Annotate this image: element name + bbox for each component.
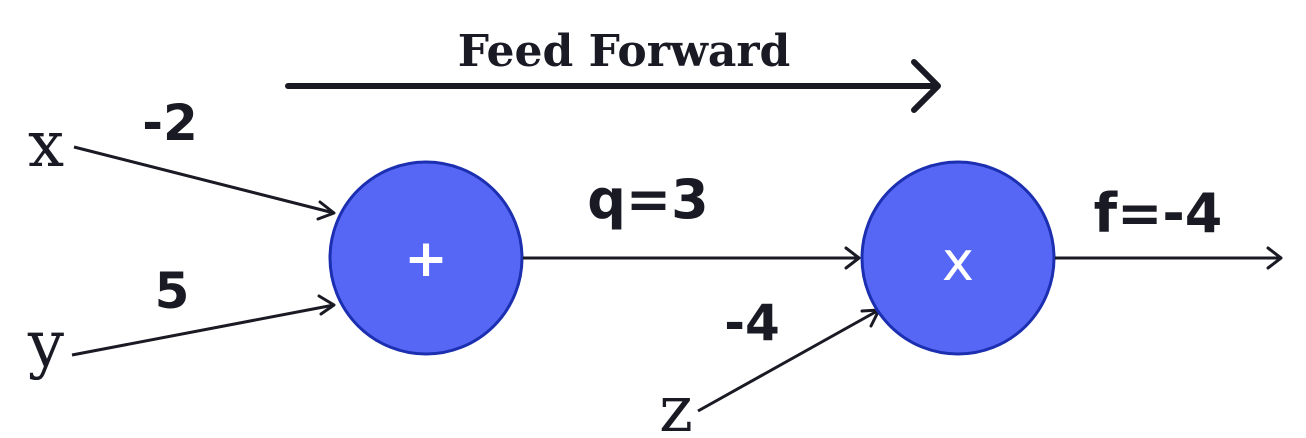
edge-add-to-multiply: [523, 246, 861, 270]
feed-forward-arrow: [285, 59, 941, 113]
edge-y-to-add: [71, 294, 336, 357]
feed-forward-title: Feed Forward: [458, 26, 791, 77]
multiply-node: x: [860, 160, 1056, 356]
input-z-label: z: [659, 373, 693, 438]
edge-q-label: q=3: [587, 168, 708, 231]
input-y-value: 5: [155, 262, 190, 320]
input-x-value: -2: [142, 94, 198, 152]
edge-f-label: f=-4: [1094, 182, 1223, 245]
input-y-label: y: [27, 308, 64, 382]
input-x-label: x: [28, 108, 64, 182]
edge-x-to-add: [73, 145, 336, 221]
edge-multiply-to-output: [1055, 246, 1283, 270]
input-z-value: -4: [724, 294, 780, 352]
add-node: +: [328, 160, 524, 356]
multiply-node-symbol: x: [942, 230, 974, 293]
add-node-symbol: +: [404, 229, 448, 289]
